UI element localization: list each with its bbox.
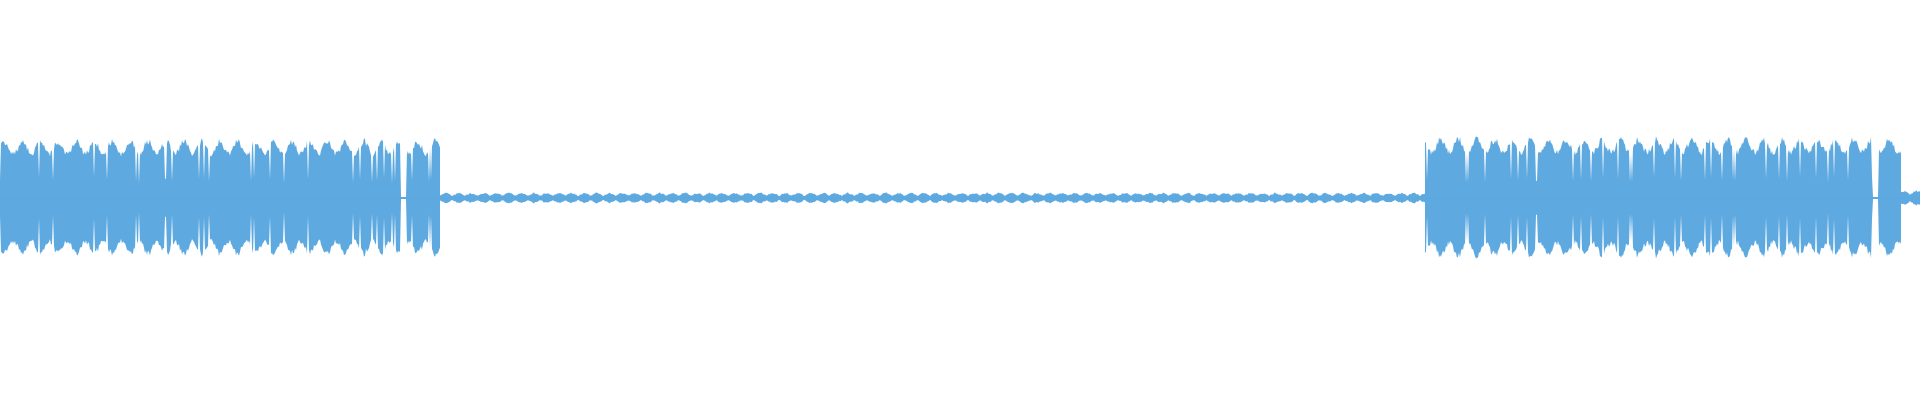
waveform-shapes xyxy=(0,136,1920,259)
